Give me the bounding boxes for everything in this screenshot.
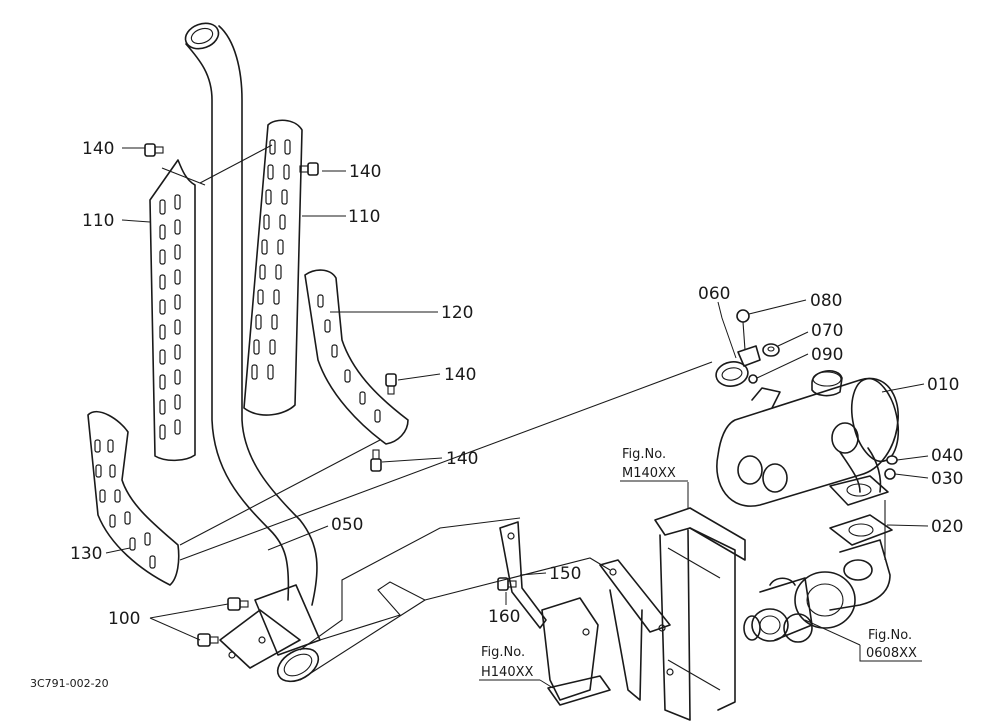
part-label-100: 100: [108, 609, 140, 629]
bolt-icon: [227, 597, 249, 611]
washer-040-icon: [886, 455, 898, 465]
part-label-040: 040: [931, 446, 963, 466]
heat-shield-right: [243, 119, 303, 416]
bolt-icon: [370, 449, 382, 472]
part-label-020: 020: [931, 517, 963, 537]
figure-ref-title: Fig.No.: [622, 447, 666, 462]
figure-ref-code: 0608XX: [866, 646, 917, 661]
drawing-code: 3C791-002-20: [30, 677, 109, 690]
part-label-050: 050: [331, 515, 363, 535]
bracket-150: [499, 521, 611, 706]
part-label-140: 140: [446, 449, 478, 469]
figure-ref-title: Fig.No.: [481, 645, 525, 660]
part-label-140: 140: [349, 162, 381, 182]
figure-ref-0608xx: Fig.No. 0608XX: [859, 628, 922, 662]
figure-ref-code: H140XX: [481, 665, 533, 680]
bracket-m140xx: [599, 507, 746, 721]
figure-ref-m140xx: Fig.No. M140XX: [620, 447, 688, 482]
curved-shield-120: [304, 269, 409, 445]
part-label-090: 090: [811, 345, 843, 365]
part-label-030: 030: [931, 469, 963, 489]
muffler-010: [716, 370, 900, 507]
figure-ref-title: Fig.No.: [868, 628, 912, 643]
part-labels: 140 140 110 110 120 140 140 130 050 100 …: [70, 139, 963, 629]
small-hardware: [736, 309, 898, 480]
part-label-130: 130: [70, 544, 102, 564]
figure-ref-code: M140XX: [622, 466, 676, 481]
part-label-080: 080: [810, 291, 842, 311]
washer-070-icon: [762, 343, 780, 357]
part-label-140: 140: [444, 365, 476, 385]
figure-ref-h140xx: Fig.No. H140XX: [479, 645, 540, 681]
clamp-060: [715, 345, 761, 387]
bolt-icon: [144, 143, 164, 157]
bolt-080-icon: [736, 309, 750, 351]
bolt-icon: [385, 373, 397, 395]
part-label-160: 160: [488, 607, 520, 627]
part-label-110: 110: [82, 211, 114, 231]
part-label-140: 140: [82, 139, 114, 159]
bolt-icons: [144, 143, 517, 647]
nut-090-icon: [748, 374, 758, 384]
part-label-110: 110: [348, 207, 380, 227]
exhaust-pipe: [184, 22, 321, 683]
part-label-070: 070: [811, 321, 843, 341]
part-label-060: 060: [698, 284, 730, 304]
turbocharger: [743, 539, 891, 643]
part-label-010: 010: [927, 375, 959, 395]
nut-030-icon: [884, 468, 896, 480]
bolt-icon: [197, 633, 219, 647]
bolt-icon: [299, 162, 319, 176]
part-label-120: 120: [441, 303, 473, 323]
gasket-020: [829, 475, 893, 560]
elbow-shield-130: [87, 410, 180, 586]
bolt-icon: [497, 577, 517, 591]
part-label-150: 150: [549, 564, 581, 584]
leader-lines: [105, 147, 929, 689]
assembly-outline: [161, 144, 713, 681]
heat-shield-left: [149, 159, 196, 462]
